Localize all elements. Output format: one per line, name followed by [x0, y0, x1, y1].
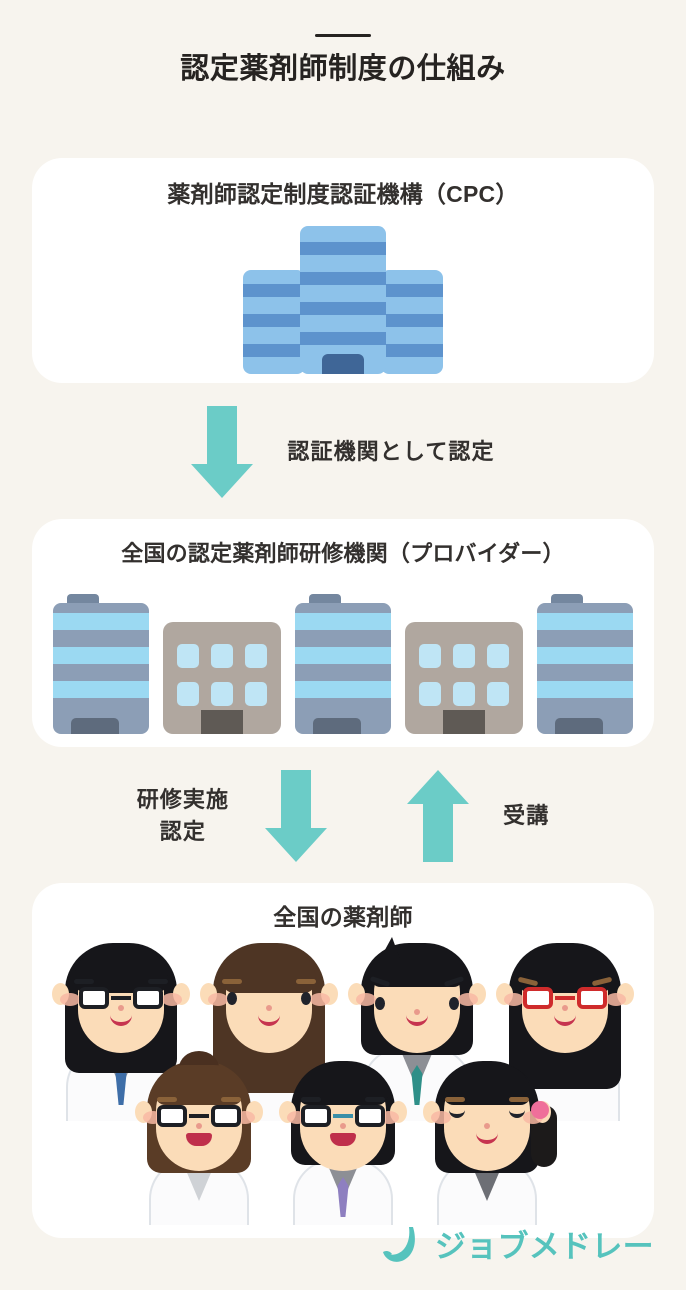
card-provider-title: 全国の認定薬剤師研修機関（プロバイダー）	[121, 541, 565, 566]
tall-building-icon	[295, 594, 391, 734]
building-door	[322, 354, 364, 374]
building-wing-right	[381, 270, 443, 374]
pharmacist-avatar	[52, 935, 190, 1121]
crescent-j-mark-icon	[382, 1226, 415, 1262]
office-building-icon	[243, 226, 443, 374]
page-title: 認定薬剤師制度の仕組み	[180, 53, 506, 85]
pharmacists-front-row	[32, 1051, 654, 1225]
card-cpc: 薬剤師認定制度認証機構（CPC）	[32, 158, 654, 383]
buildings-group-icon	[32, 582, 654, 734]
flow-cpc-to-provider: 認証機関として認定	[0, 392, 686, 512]
flow-provider-pharmacists: 研修実施 認定 受講	[0, 753, 686, 878]
short-building-icon	[163, 622, 281, 734]
arrow-down-icon	[191, 406, 254, 498]
arrow-up-icon	[407, 769, 470, 862]
title-divider	[315, 34, 371, 37]
tall-building-icon	[53, 594, 149, 734]
pharmacist-avatar	[496, 935, 634, 1121]
short-building-icon	[405, 622, 523, 734]
pharmacists-group-icon	[32, 935, 654, 1235]
pharmacist-avatar	[279, 1053, 407, 1225]
card-provider: 全国の認定薬剤師研修機関（プロバイダー）	[32, 519, 654, 747]
brand-logo-text: ジョブメドレー	[434, 1229, 654, 1264]
pharmacists-back-row	[32, 935, 654, 1121]
pharmacist-avatar	[348, 935, 486, 1121]
brand-logo[interactable]: ジョブメドレー	[379, 1221, 654, 1266]
tall-building-icon	[537, 594, 633, 734]
pharmacist-avatar	[423, 1053, 557, 1225]
flow-top-label: 認証機関として認定	[287, 439, 495, 465]
building-wing-left	[243, 270, 305, 374]
page-header: 認定薬剤師制度の仕組み	[0, 0, 686, 87]
flow-right-label: 受講	[503, 802, 550, 828]
card-cpc-title: 薬剤師認定制度認証機構（CPC）	[167, 181, 519, 207]
pharmacist-avatar	[200, 935, 338, 1121]
card-pharmacists-title: 全国の薬剤師	[273, 904, 413, 930]
flow-left-label: 研修実施 認定	[136, 786, 230, 844]
arrow-down-icon	[265, 769, 328, 862]
card-pharmacists: 全国の薬剤師	[32, 883, 654, 1238]
building-tower	[300, 226, 386, 374]
pharmacist-avatar	[135, 1051, 263, 1225]
